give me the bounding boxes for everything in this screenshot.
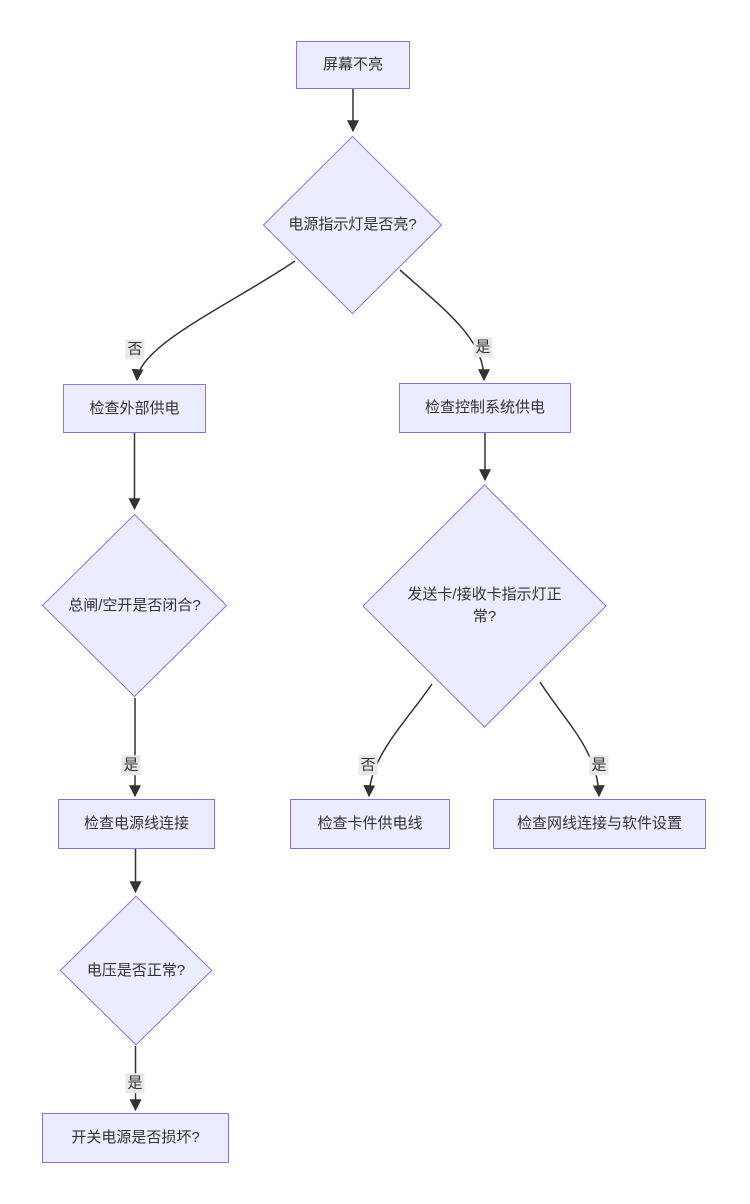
node-screen-not-lit: 屏幕不亮 xyxy=(296,41,410,89)
diamond-icon xyxy=(262,135,443,315)
decision-voltage-normal-label: 电压是否正常? xyxy=(86,961,186,979)
node-check-external-power: 检查外部供电 xyxy=(63,384,206,433)
diamond-icon xyxy=(361,483,608,729)
edge-d1-no-to-ext xyxy=(131,260,296,382)
decision-breaker-closed: 总闸/空开是否闭合? xyxy=(41,513,228,698)
edge-d4-no-to-card xyxy=(363,683,433,798)
edge-label-d4-yes: 是 xyxy=(589,755,609,775)
node-psu-damaged: 开关电源是否损坏? xyxy=(42,1113,229,1163)
node-check-network-and-software: 检查网线连接与软件设置 xyxy=(493,799,706,849)
node-check-control-system-power: 检查控制系统供电 xyxy=(399,383,571,433)
node-psu-damaged-label: 开关电源是否损坏? xyxy=(71,1129,200,1147)
node-check-card-power-line: 检查卡件供电线 xyxy=(290,799,450,849)
edge-label-d2-yes: 是 xyxy=(121,755,141,775)
diamond-icon xyxy=(59,895,213,1046)
decision-card-indicator-normal-label: 发送卡/接收卡指示灯正常? xyxy=(407,586,562,625)
decision-voltage-normal: 电压是否正常? xyxy=(59,895,213,1046)
edge-label-d1-yes: 是 xyxy=(473,337,493,357)
edge-d4-yes-to-net xyxy=(539,681,605,798)
decision-card-indicator-normal: 发送卡/接收卡指示灯正常? xyxy=(361,483,608,729)
node-check-control-system-power-label: 检查控制系统供电 xyxy=(424,399,545,417)
edge-label-d4-no: 否 xyxy=(358,755,378,775)
decision-power-indicator-lit: 电源指示灯是否亮? xyxy=(262,135,443,315)
edge-d1-yes-to-ctrl xyxy=(399,269,490,382)
node-check-network-and-software-label: 检查网线连接与软件设置 xyxy=(516,815,682,833)
decision-power-indicator-lit-label: 电源指示灯是否亮? xyxy=(288,216,417,234)
node-check-external-power-label: 检查外部供电 xyxy=(89,399,180,417)
node-check-card-power-line-label: 检查卡件供电线 xyxy=(317,815,423,833)
node-check-power-cord: 检查电源线连接 xyxy=(58,799,215,849)
node-screen-not-lit-label: 屏幕不亮 xyxy=(322,56,383,74)
edge-label-d3-yes: 是 xyxy=(125,1073,145,1093)
edge-label-d1-no: 否 xyxy=(125,339,145,359)
decision-breaker-closed-label: 总闸/空开是否闭合? xyxy=(68,596,201,614)
diamond-icon xyxy=(41,513,228,698)
node-check-power-cord-label: 检查电源线连接 xyxy=(83,815,189,833)
